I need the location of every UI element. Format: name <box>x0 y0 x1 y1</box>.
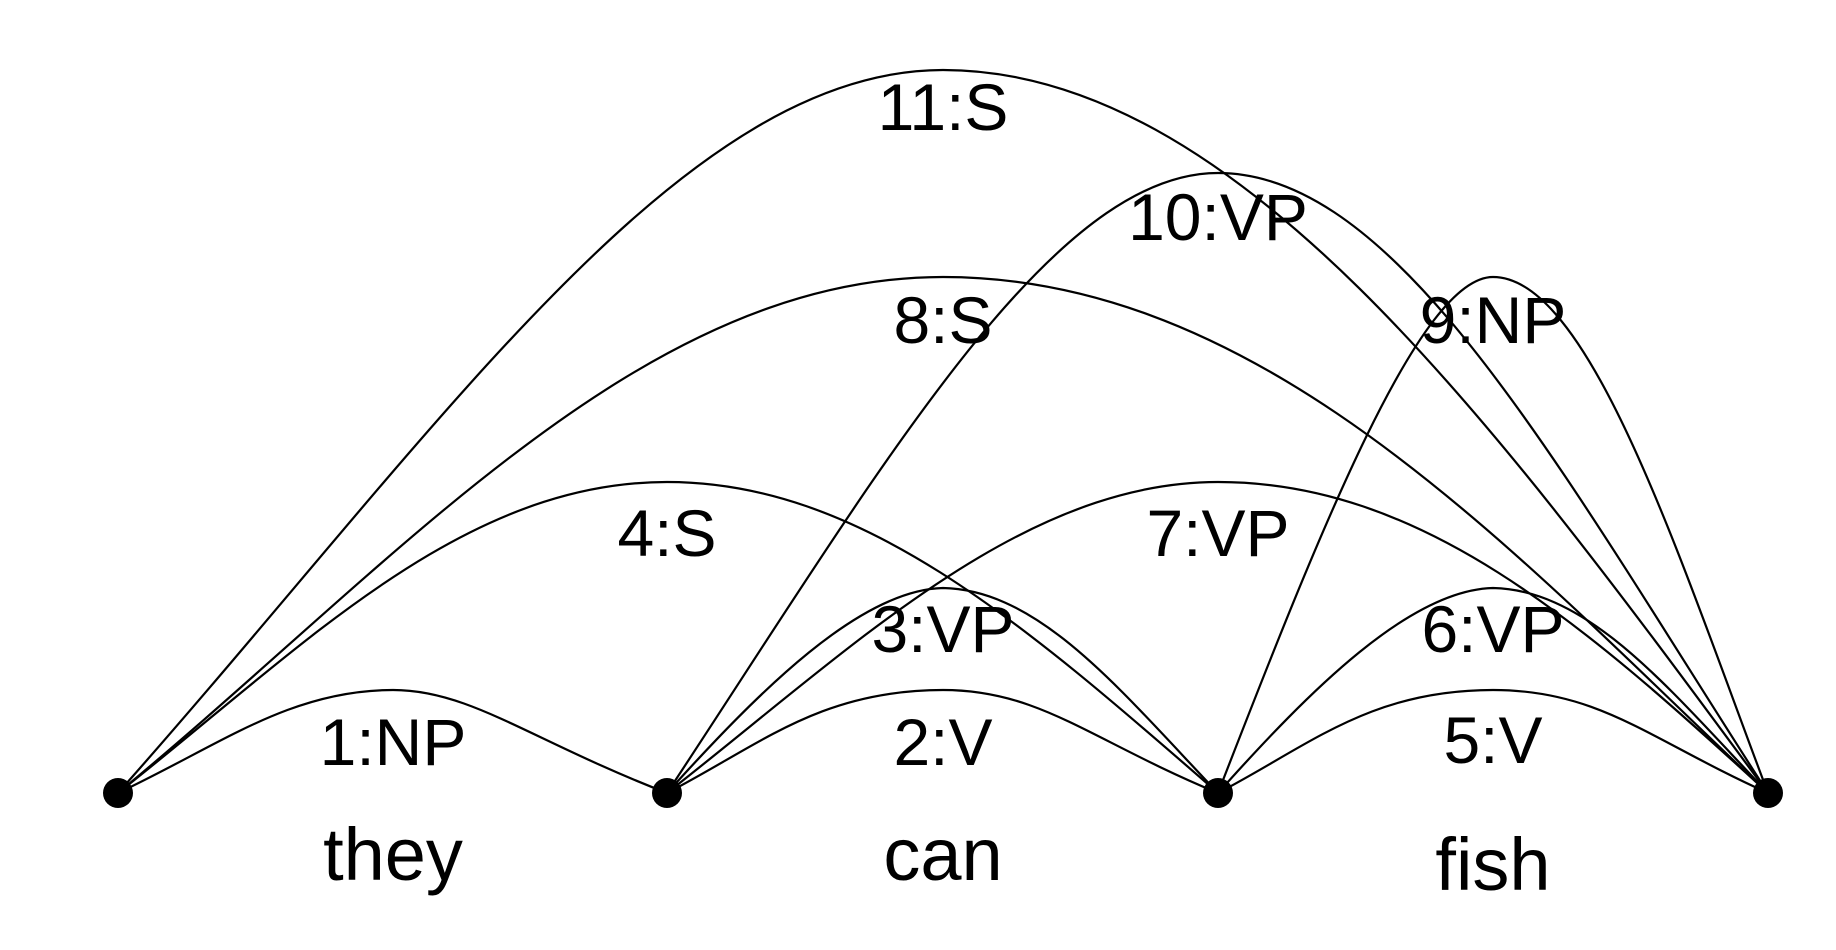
edge-8-s <box>117 275 1769 794</box>
edge-label-11: 11:S <box>878 70 1009 144</box>
word-they: they <box>323 813 463 896</box>
edges <box>117 68 1770 795</box>
edge-1-np <box>117 688 668 795</box>
word-can: can <box>883 813 1002 896</box>
edge-11-s <box>117 68 1769 794</box>
word-fish: fish <box>1435 823 1550 906</box>
node-2 <box>1203 778 1233 808</box>
edge-label-6: 6:VP <box>1421 592 1564 666</box>
edge-label-3: 3:VP <box>871 592 1014 666</box>
node-1 <box>652 778 682 808</box>
words: they can fish <box>323 813 1551 906</box>
edge-label-10: 10:VP <box>1128 180 1308 254</box>
edge-label-4: 4:S <box>617 496 716 570</box>
edge-label-9: 9:NP <box>1420 283 1567 357</box>
edge-label-8: 8:S <box>893 283 992 357</box>
edge-6-vp <box>1217 586 1769 794</box>
node-3 <box>1753 778 1783 808</box>
edge-7-vp <box>666 480 1769 794</box>
edge-labels: 1:NP 2:V 3:VP 4:S 5:V 6:VP 7:VP 8:S 9:NP… <box>320 70 1567 779</box>
edge-label-7: 7:VP <box>1146 496 1289 570</box>
node-0 <box>103 778 133 808</box>
edge-5-v <box>1217 688 1769 795</box>
edge-label-1: 1:NP <box>320 705 467 779</box>
edge-label-2: 2:V <box>893 705 992 779</box>
edge-2-v <box>666 688 1219 795</box>
edge-10-vp <box>666 171 1769 794</box>
edge-3-vp <box>666 586 1219 794</box>
edge-label-5: 5:V <box>1443 703 1542 777</box>
edge-9-np <box>1216 275 1770 794</box>
edge-4-s <box>117 480 1219 794</box>
nodes <box>103 778 1783 808</box>
